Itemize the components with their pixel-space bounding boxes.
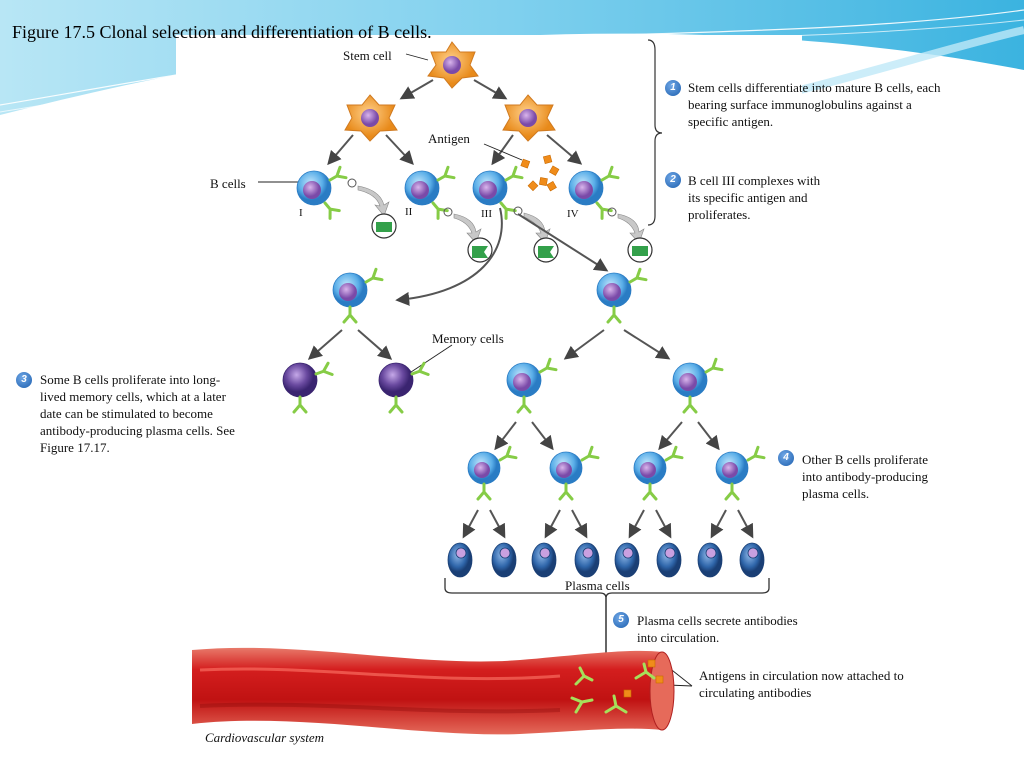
stem-cell-left xyxy=(344,94,398,142)
step-2-text: B cell III complexes with its specific a… xyxy=(688,173,821,222)
step-3-text: Some B cells proliferate into long- live… xyxy=(40,372,235,455)
b-cell-II xyxy=(404,165,456,220)
b-cell-I xyxy=(296,165,348,220)
insets xyxy=(371,213,653,263)
step-4-badge: 4 xyxy=(778,450,794,466)
antigen-particles xyxy=(520,154,560,192)
circulating-antibodies xyxy=(570,662,656,714)
label-stem-cell: Stem cell xyxy=(343,48,392,63)
memory-parent-b-cell xyxy=(332,267,384,324)
label-cardiovascular-system: Cardiovascular system xyxy=(205,730,325,745)
plasma-parent-b-cell xyxy=(596,267,648,324)
b-cell-gen3-1 xyxy=(467,445,518,501)
step-3-badge: 3 xyxy=(16,372,32,388)
label-plasma-cells: Plasma cells xyxy=(565,578,630,593)
antibody-insets xyxy=(347,178,617,217)
step-1-badge: 1 xyxy=(665,80,681,96)
stem-cell-right xyxy=(502,94,556,142)
figure-title: Figure 17.5 Clonal selection and differe… xyxy=(12,22,432,42)
label-antigen: Antigen xyxy=(428,131,470,146)
b-cell-gen3-3 xyxy=(633,445,684,501)
label-memory-cells: Memory cells xyxy=(432,331,504,346)
blood-vessel xyxy=(192,647,675,735)
b-cell-gen2-left xyxy=(506,357,558,414)
b-cell-gen3-2 xyxy=(549,445,600,501)
stem-cell-top xyxy=(427,41,479,89)
plasma-cells-row xyxy=(447,542,765,578)
step-5-badge: 5 xyxy=(613,612,629,628)
step-1-text: Stem cells differentiate into mature B c… xyxy=(688,80,941,129)
inset-arrows xyxy=(357,185,645,244)
label-roman-1: I xyxy=(299,207,303,219)
label-antigens-circulation: Antigens in circulation now attached to … xyxy=(699,668,904,700)
label-roman-4: IV xyxy=(567,208,579,220)
b-cell-gen2-right xyxy=(672,357,724,414)
b-cell-gen3-4 xyxy=(715,445,766,501)
step-4-text: Other B cells proliferate into antibody-… xyxy=(802,452,929,501)
label-roman-2: II xyxy=(405,206,413,218)
b-cell-III xyxy=(472,165,524,220)
label-roman-3: III xyxy=(481,208,492,220)
step-5-text: Plasma cells secrete antibodies into cir… xyxy=(637,613,798,645)
memory-cell-right xyxy=(378,361,430,414)
memory-cell-left xyxy=(282,361,334,414)
b-cell-IV xyxy=(568,165,620,220)
label-b-cells: B cells xyxy=(210,176,246,191)
bracket-steps xyxy=(647,39,663,226)
step-2-badge: 2 xyxy=(665,172,681,188)
